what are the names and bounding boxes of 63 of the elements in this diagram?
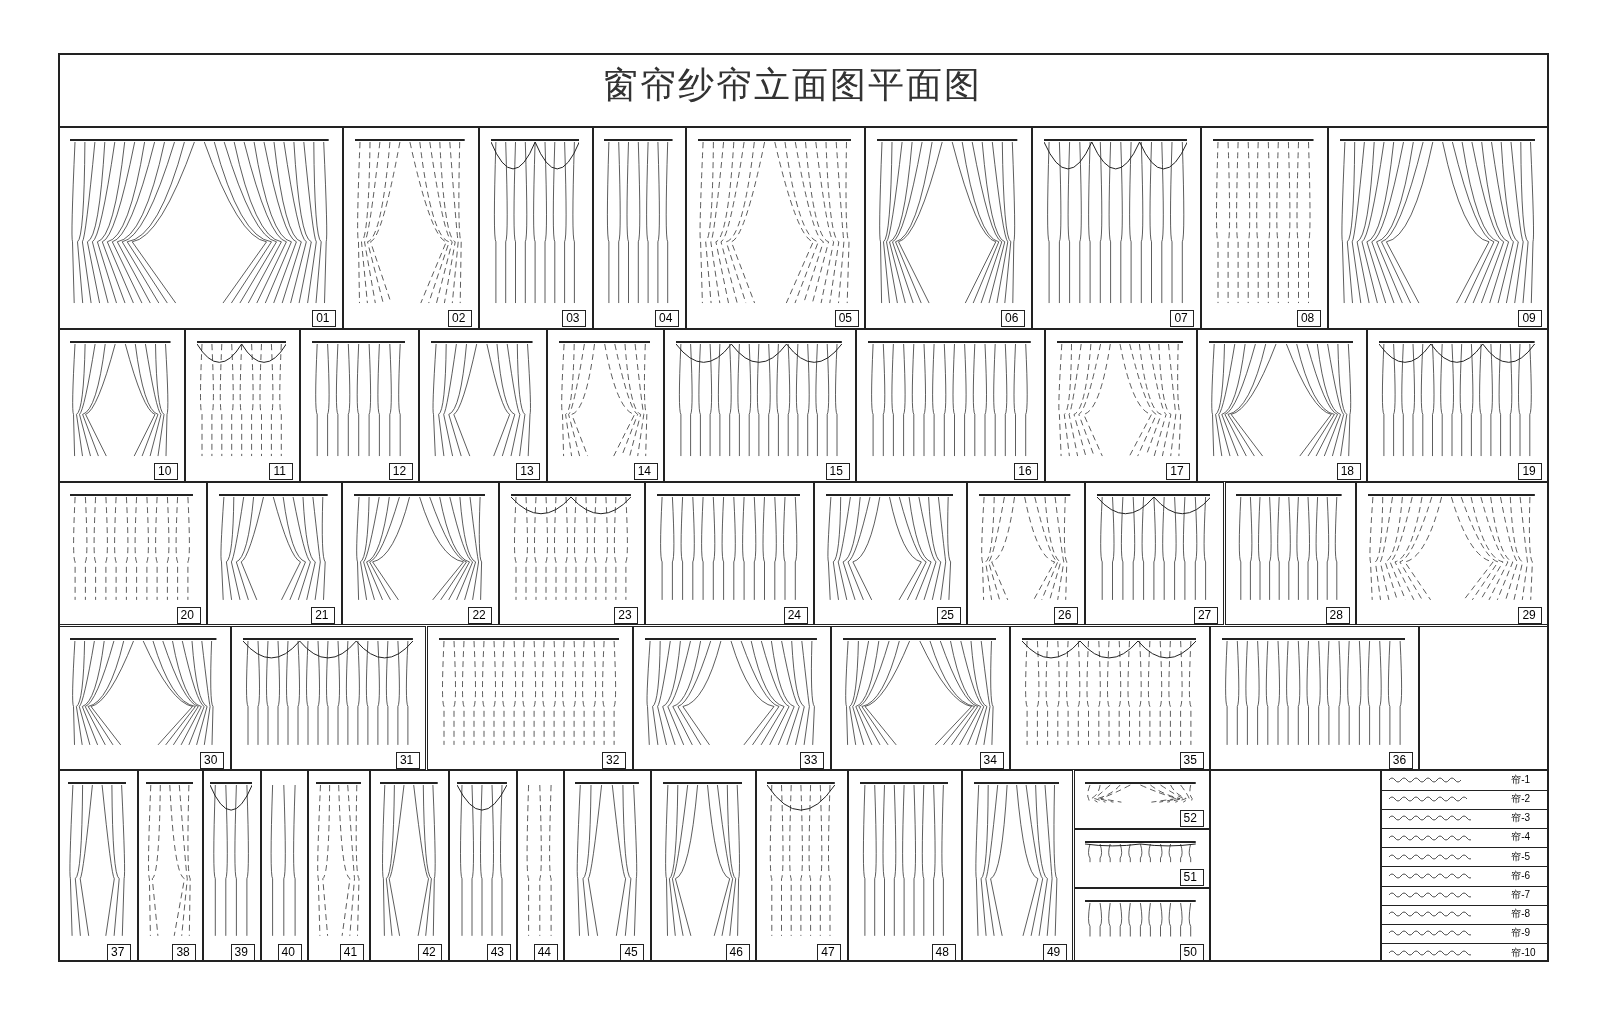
callout-number: 03 [562,310,587,328]
callout-number: 36 [1388,752,1413,769]
callout-number: 32 [602,752,626,769]
callout-number: 40 [277,943,302,961]
callout-number: 12 [388,463,413,481]
callout-number: 23 [614,607,639,625]
callout-number: 13 [516,463,541,481]
legend-label: 帘-7 [1511,888,1531,902]
callout-number: 04 [655,310,680,328]
callout-number: 16 [1014,463,1039,481]
callout-number: 47 [817,943,842,961]
callout-number: 41 [339,943,364,961]
callout-number: 34 [979,752,1004,769]
callout-number: 11 [269,463,294,481]
callout-number: 35 [1179,752,1204,769]
callout-number: 05 [834,310,859,328]
callout-number: 25 [936,607,961,625]
callout-number: 14 [633,463,658,481]
callout-number: 01 [312,310,337,328]
callout-number: 38 [172,943,197,961]
legend-label: 帘-10 [1511,945,1536,960]
callout-number: 06 [1001,310,1025,328]
callout-number: 29 [1518,607,1543,625]
legend-label: 帘-2 [1511,792,1531,806]
legend-label: 帘-1 [1511,772,1531,787]
callout-number: 07 [1170,310,1195,328]
callout-number: 27 [1193,607,1218,625]
legend-label: 帘-8 [1511,907,1531,922]
callout-number: 18 [1336,463,1361,481]
callout-number: 48 [931,943,956,961]
callout-number: 19 [1518,463,1543,481]
callout-number: 31 [395,752,420,769]
page-title: 窗帘纱帘立面图平面图 [602,63,982,108]
callout-number: 50 [1179,943,1204,961]
callout-number: 30 [200,752,224,769]
callout-number: 51 [1179,869,1204,887]
callout-number: 39 [230,943,255,961]
legend-label: 帘-9 [1511,926,1531,941]
callout-number: 33 [800,752,824,769]
callout-number: 02 [448,310,472,328]
callout-number: 28 [1325,607,1350,625]
callout-number: 22 [468,607,493,625]
callout-number: 52 [1179,810,1204,828]
callout-number: 43 [486,943,511,961]
callout-number: 09 [1518,310,1543,328]
legend-label: 帘-4 [1511,830,1531,845]
callout-number: 20 [176,607,201,625]
legend-label: 帘-6 [1511,868,1531,883]
callout-number: 44 [533,943,558,961]
callout-number: 26 [1054,607,1079,625]
callout-number: 42 [418,943,443,961]
callout-number: 10 [154,463,179,481]
callout-number: 45 [620,943,645,961]
callout-number: 46 [725,943,750,961]
callout-number: 21 [311,607,336,625]
legend-label: 帘-3 [1511,811,1531,826]
callout-number: 49 [1042,943,1067,961]
legend-label: 帘-5 [1511,849,1531,864]
callout-number: 24 [783,607,808,625]
callout-number: 15 [825,463,850,481]
callout-number: 17 [1166,463,1191,481]
callout-number: 08 [1296,310,1321,328]
callout-number: 37 [107,943,132,961]
